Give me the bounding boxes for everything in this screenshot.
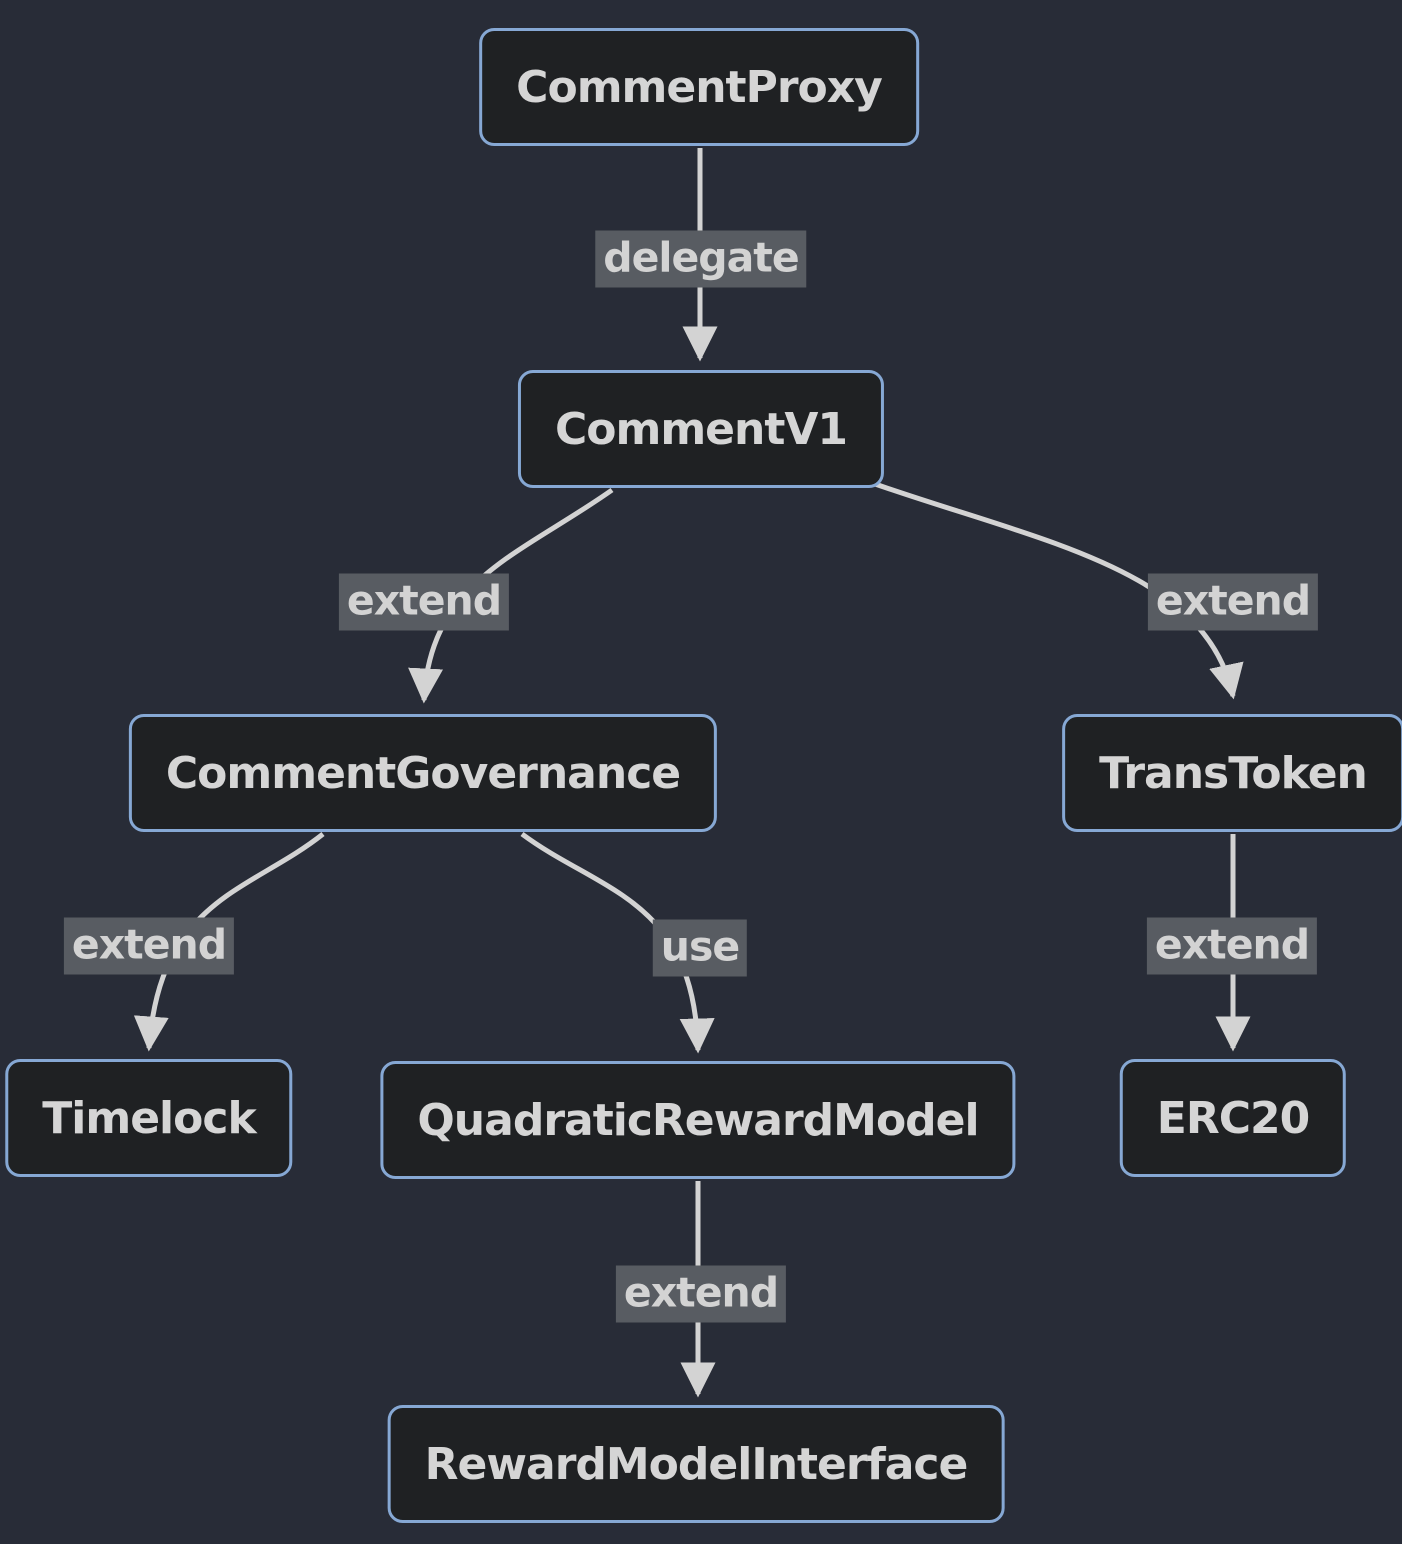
node-quadraticrewardmodel: QuadraticRewardModel xyxy=(380,1061,1016,1179)
edge-label-use: use xyxy=(652,919,748,977)
edge-label-extend-commentv1-transtoken: extend xyxy=(1147,573,1319,631)
node-erc20: ERC20 xyxy=(1119,1059,1347,1177)
edge-label-extend-commentgovernance-timelock: extend xyxy=(63,917,235,975)
node-commentgovernance: CommentGovernance xyxy=(128,714,718,832)
edge-label-extend-quadraticrewardmodel-rewardmodelinterface: extend xyxy=(615,1265,787,1323)
node-transtoken: TransToken xyxy=(1062,714,1402,832)
edge-commentgovernance-quadraticrewardmodel xyxy=(520,831,715,1054)
node-rewardmodelinterface: RewardModelInterface xyxy=(387,1405,1005,1523)
edge-label-extend-commentv1-commentgovernance: extend xyxy=(338,573,510,631)
node-timelock: Timelock xyxy=(5,1059,293,1177)
edge-label-extend-transtoken-erc20: extend xyxy=(1146,917,1318,975)
edge-commentv1-transtoken xyxy=(857,475,1244,700)
edge-commentgovernance-timelock xyxy=(133,832,325,1052)
node-commentv1: CommentV1 xyxy=(517,370,885,488)
edge-label-delegate: delegate xyxy=(595,230,807,288)
node-commentproxy: CommentProxy xyxy=(479,28,919,146)
